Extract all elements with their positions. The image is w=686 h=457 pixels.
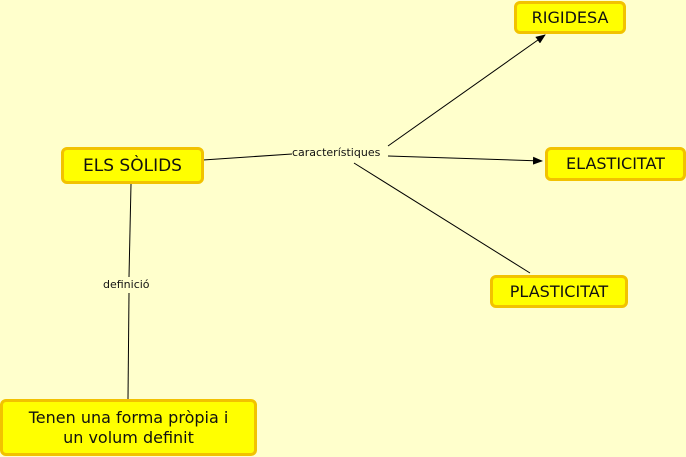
node-elasticitat[interactable]: ELASTICITAT	[545, 147, 686, 181]
line-root-to-characteristics	[202, 153, 293, 161]
line-root-to-definition	[128, 183, 132, 278]
link-label-characteristics[interactable]: característiques	[292, 146, 381, 159]
definition-line-1: Tenen una forma pròpia i	[28, 407, 229, 427]
arrow-to-rigidesa	[387, 34, 546, 147]
arrow-to-elasticitat	[387, 155, 543, 165]
node-plasticitat[interactable]: PLASTICITAT	[490, 275, 628, 308]
link-label-definition[interactable]: definició	[103, 278, 150, 291]
node-rigidesa[interactable]: RIGIDESA	[514, 1, 626, 34]
line-definition-to-node	[127, 292, 130, 400]
line-to-plasticitat	[353, 162, 531, 274]
node-els-solids[interactable]: ELS SÒLIDS	[61, 147, 204, 184]
definition-line-2: un volum definit	[63, 427, 194, 447]
node-definition[interactable]: Tenen una forma pròpia i un volum defini…	[0, 399, 257, 456]
